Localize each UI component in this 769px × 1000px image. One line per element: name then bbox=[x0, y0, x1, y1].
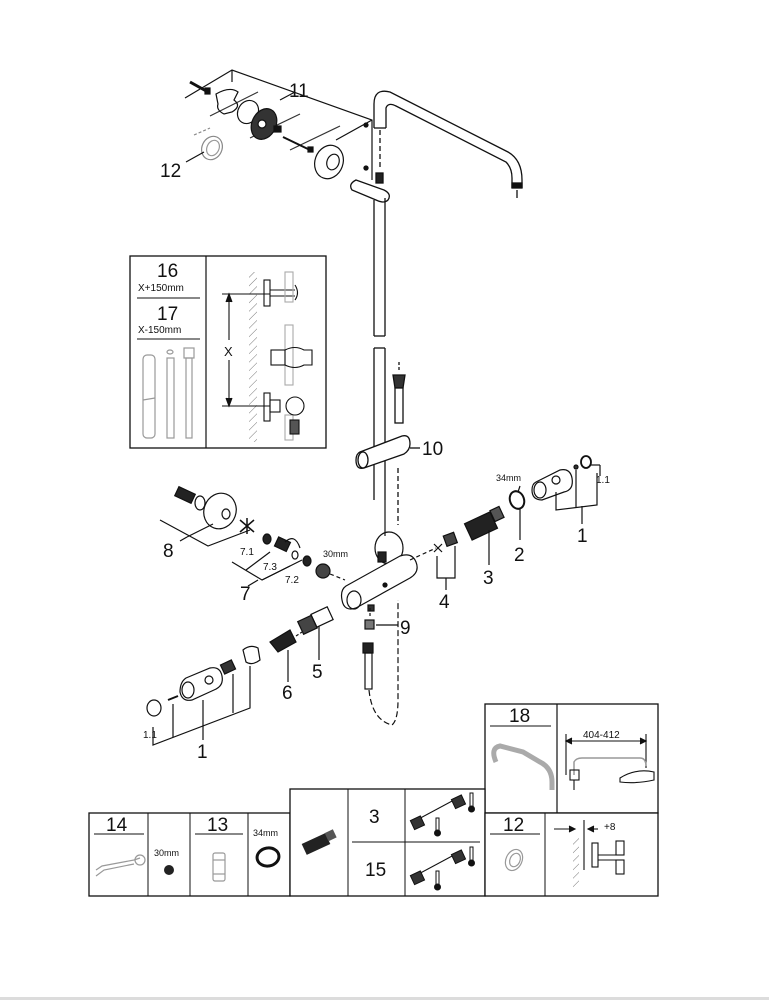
callout-1-1-right: 1.1 bbox=[596, 475, 610, 486]
callout-7-1: 7.1 bbox=[240, 547, 254, 558]
rosette-icon bbox=[314, 144, 344, 180]
filter-13-icon bbox=[212, 852, 226, 882]
callout-10: 10 bbox=[422, 439, 443, 460]
dimension-x-label: X bbox=[224, 344, 233, 359]
table-part-12: 12 bbox=[503, 815, 524, 836]
page-bottom-rule bbox=[0, 997, 769, 1000]
wrench-icon bbox=[95, 854, 146, 877]
callout-9: 9 bbox=[400, 618, 411, 639]
hand-shower-icon bbox=[392, 362, 406, 424]
table-part-13: 13 bbox=[207, 815, 228, 836]
thermostat-body bbox=[340, 500, 418, 612]
thermo-cartridge-icon bbox=[463, 505, 505, 541]
inset-part-17-spec: X-150mm bbox=[138, 325, 181, 336]
callout-5: 5 bbox=[312, 662, 323, 683]
escutcheon-8-icon bbox=[203, 492, 237, 530]
temperature-handle-icon bbox=[531, 469, 573, 501]
size-34mm-label: 34mm bbox=[496, 473, 521, 483]
table-row-part-15: 15 bbox=[365, 860, 386, 881]
leader-line-11 bbox=[184, 69, 373, 180]
bracket-body-icon bbox=[250, 108, 282, 140]
nut-30mm-icon bbox=[164, 865, 174, 875]
valve-6-icon bbox=[269, 629, 297, 653]
callout-11: 11 bbox=[289, 81, 309, 102]
locking-ring-34mm-icon bbox=[255, 846, 281, 868]
wall-hatch bbox=[249, 272, 257, 442]
callout-1-right: 1 bbox=[577, 526, 588, 547]
upper-clamp-icon bbox=[350, 165, 390, 203]
callout-7-2: 7.2 bbox=[285, 575, 299, 586]
right-cartridge-assembly bbox=[409, 455, 601, 590]
star-washer-4-icon bbox=[433, 543, 443, 553]
cartridge-table bbox=[289, 788, 486, 897]
extension-pipes-icon bbox=[142, 347, 195, 439]
shower-arm-inner bbox=[385, 103, 513, 188]
left-cartridge-assembly bbox=[146, 606, 334, 746]
callout-3: 3 bbox=[483, 568, 494, 589]
cover-ring-icon bbox=[201, 135, 223, 161]
slide-bar-holder-icon bbox=[355, 435, 420, 469]
temperature-handle-left-icon bbox=[179, 667, 223, 701]
callout-7-3: 7.3 bbox=[263, 562, 277, 573]
wall-bracket-assembly bbox=[184, 69, 373, 180]
table-ring-size: 34mm bbox=[253, 828, 278, 838]
size-30mm-label: 30mm bbox=[323, 549, 348, 559]
inset-arm-box bbox=[484, 703, 659, 814]
shower-column bbox=[350, 90, 523, 525]
callout-4: 4 bbox=[439, 592, 450, 613]
table-row-part-3: 3 bbox=[369, 807, 380, 828]
hose-assembly bbox=[362, 600, 399, 726]
inset-extension-box bbox=[129, 255, 327, 449]
flow-cartridge-5-icon bbox=[296, 606, 334, 636]
inset-part-16-spec: X+150mm bbox=[138, 283, 184, 294]
rosette-offset-label: +8 bbox=[604, 822, 616, 833]
callout-1-left: 1 bbox=[197, 742, 208, 763]
callout-1-1-left: 1.1 bbox=[143, 730, 157, 741]
leader-line-12 bbox=[185, 151, 205, 163]
shower-arm-outer bbox=[373, 90, 523, 188]
row-15-hot-cold-icon bbox=[409, 846, 475, 891]
table-part-14: 14 bbox=[106, 815, 128, 836]
arm-dimension-label: 404-412 bbox=[583, 730, 620, 741]
cover-ring-12-icon bbox=[504, 848, 524, 872]
inset-part-18: 18 bbox=[509, 706, 530, 727]
cartridge-icon bbox=[301, 829, 337, 855]
connector-assembly-8-7 bbox=[159, 485, 346, 587]
table-nut-size: 30mm bbox=[154, 848, 179, 858]
threaded-connector-icon bbox=[173, 485, 206, 511]
callout-7: 7 bbox=[240, 584, 251, 605]
callout-6: 6 bbox=[282, 683, 293, 704]
callout-12: 12 bbox=[160, 161, 181, 182]
inset-part-17: 17 bbox=[157, 304, 178, 325]
rosette-table bbox=[484, 812, 659, 897]
row-3-hot-cold-icon bbox=[409, 792, 475, 837]
inset-part-16: 16 bbox=[157, 261, 178, 282]
callout-2: 2 bbox=[514, 545, 525, 566]
callout-8: 8 bbox=[163, 541, 174, 562]
screw-icon bbox=[189, 80, 211, 95]
mounting-plate-icon bbox=[215, 88, 239, 115]
